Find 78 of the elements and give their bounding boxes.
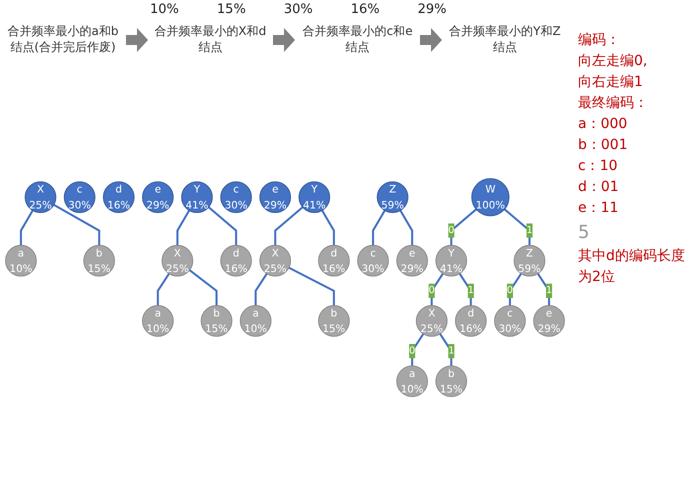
node-circle — [220, 182, 252, 214]
node-circle — [5, 245, 37, 277]
node-circle — [200, 306, 232, 338]
percentage-label: 29% — [418, 2, 447, 17]
connector — [254, 274, 268, 306]
node-circle — [142, 182, 174, 214]
edge-label: 0 — [448, 225, 454, 236]
percentage-label: 16% — [350, 2, 380, 17]
connector — [450, 208, 477, 246]
connector — [274, 206, 304, 246]
node-circle — [298, 182, 330, 214]
edge-label: 1 — [468, 285, 474, 296]
code-note: b：001 — [578, 136, 629, 155]
tree-diagram: 0 1 0 1 0 1 0 1 X 25% c 30% d 16% e 29% a 10% b 15% Y 41% X 25% d 16% c 30% e 29% a 10% b 15% Y 41% Z 59% X 25% d 16% c 30% e 29% a 10% b 15% W 100% Y 41% Z 59% X 25% d 16% c 30% e 29% a 10% b 15% — [0, 173, 570, 403]
connector — [400, 210, 414, 246]
connector — [20, 210, 34, 246]
node-circle — [181, 182, 213, 214]
connector — [537, 274, 550, 306]
node-circle — [142, 306, 174, 338]
node-circle — [396, 245, 428, 277]
node-circle — [514, 245, 546, 277]
node-circle — [435, 366, 468, 398]
node-circle — [318, 306, 350, 338]
edge-label: 0 — [428, 285, 435, 296]
percentage-label: 10% — [150, 2, 179, 17]
code-note: 最终编码： — [578, 94, 649, 113]
connector — [411, 334, 424, 366]
step-heading: 合并频率最小的X和d结点 — [153, 24, 268, 56]
connector — [508, 274, 522, 306]
edge-label: 1 — [448, 346, 454, 357]
connector — [504, 208, 531, 246]
node-circle — [64, 182, 96, 214]
connector — [53, 204, 100, 246]
node-circle — [357, 245, 389, 277]
node-circle — [533, 306, 565, 338]
code-note: 向左走编0, — [578, 52, 648, 71]
node-circle — [471, 178, 510, 217]
node-circle — [494, 306, 526, 338]
page-number: 5 — [578, 221, 590, 245]
node-circle — [259, 245, 292, 277]
percentage-label: 15% — [216, 2, 246, 17]
connector — [439, 334, 452, 366]
connector — [288, 267, 335, 306]
node-circle — [102, 182, 135, 214]
edge-label: 1 — [546, 285, 552, 296]
node-circle — [416, 306, 448, 338]
step-heading: 合并频率最小的Y和Z结点 — [448, 24, 562, 56]
node-circle — [435, 245, 468, 277]
node-circle — [318, 245, 350, 277]
node-circle — [220, 245, 252, 277]
code-note: e：11 — [578, 199, 620, 218]
percentage-label: 30% — [284, 2, 313, 17]
node-circle — [240, 306, 272, 338]
code-note: 其中d的编码长度为2位 — [578, 247, 686, 287]
code-note: d：01 — [578, 178, 620, 197]
edge-label: 0 — [506, 285, 513, 296]
edge-label: 0 — [409, 346, 416, 357]
node-circle — [455, 306, 487, 338]
code-note: 向右走编1 — [578, 73, 644, 92]
connector — [321, 210, 335, 246]
step-heading: 合并频率最小的c和e结点 — [302, 24, 414, 56]
connector — [208, 206, 238, 246]
node-circle — [396, 366, 428, 398]
node-circle — [376, 182, 408, 214]
node-circle — [259, 182, 292, 214]
code-note: 编码： — [578, 31, 621, 50]
node-circle — [83, 245, 115, 277]
connector — [156, 274, 170, 306]
edge-label: 1 — [526, 225, 533, 236]
connector — [176, 210, 190, 246]
code-note: a：000 — [578, 115, 628, 134]
connector — [430, 274, 444, 306]
code-note: c：10 — [578, 157, 619, 176]
node-circle — [162, 245, 194, 277]
connector — [372, 210, 386, 246]
node-circle — [24, 182, 56, 214]
step-heading: 合并频率最小的a和b结点(合并完后作废) — [6, 24, 120, 56]
connector — [189, 270, 218, 306]
